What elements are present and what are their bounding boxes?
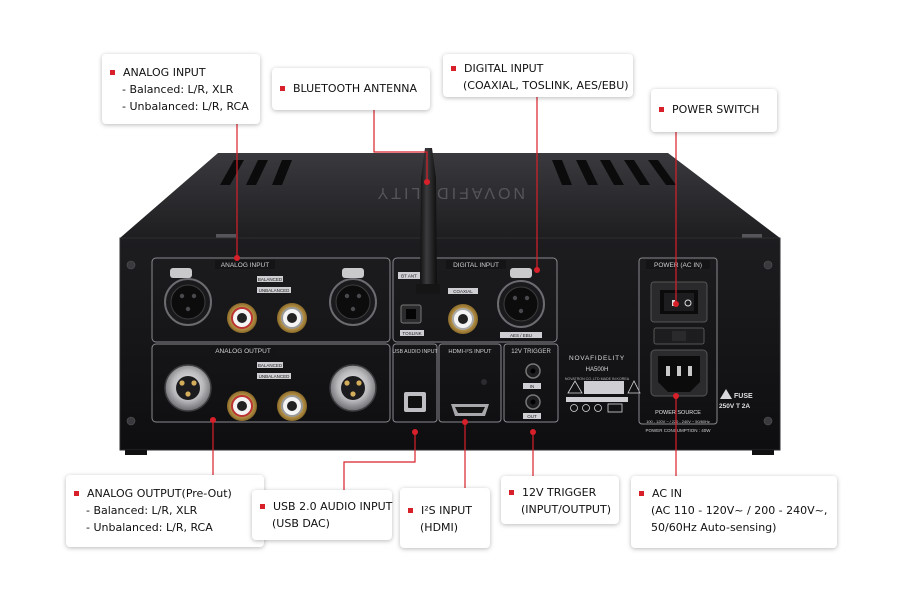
panel-model: HA500H xyxy=(586,367,609,373)
lid-vents xyxy=(220,160,676,185)
callout-line: 50/60Hz Auto-sensing) xyxy=(651,521,777,534)
callout-title: DIGITAL INPUT xyxy=(464,62,544,75)
trigger-in-jack xyxy=(525,363,541,379)
power-panel xyxy=(638,257,718,425)
warning-labels xyxy=(566,380,641,413)
xlr-output-right xyxy=(329,364,377,412)
callout-analog-output: ANALOG OUTPUT(Pre-Out) - Balanced: L/R, … xyxy=(66,475,264,547)
callout-digital-input: DIGITAL INPUT (COAXIAL, TOSLINK, AES/EBU… xyxy=(443,54,633,97)
callout-title: POWER SWITCH xyxy=(672,103,760,116)
panel-brand: NOVAFIDELITY xyxy=(569,355,625,362)
bullet-icon xyxy=(408,507,413,513)
fuse-holder xyxy=(653,327,705,345)
callout-bluetooth-antenna: BLUETOOTH ANTENNA xyxy=(272,68,430,110)
trigger-panel xyxy=(503,343,559,423)
leader-dots xyxy=(210,179,679,435)
usb-audio-panel xyxy=(392,343,438,423)
balanced-label-in: BALANCED xyxy=(258,277,283,282)
rca-input-right xyxy=(277,303,307,333)
leader-lines xyxy=(212,97,677,490)
xlr-input-right xyxy=(329,268,377,326)
bluetooth-antenna xyxy=(416,148,440,294)
bullet-icon xyxy=(451,65,456,71)
callout-power-switch: POWER SWITCH xyxy=(651,89,777,132)
fuse-value: 250V T 2A xyxy=(719,403,750,410)
unbalanced-label-in: UNBALANCED xyxy=(259,288,291,293)
callout-title: USB 2.0 AUDIO INPUT xyxy=(273,500,393,513)
bullet-icon xyxy=(659,106,664,112)
bullet-icon xyxy=(639,490,644,496)
rca-output-right xyxy=(277,391,307,421)
panel-maker: NOVATRON CO.,LTD MADE IN KOREA xyxy=(565,377,630,381)
unbalanced-label-out: UNBALANCED xyxy=(259,374,291,379)
analog-input-panel xyxy=(151,257,391,343)
analog-input-label: ANALOG INPUT xyxy=(221,262,269,269)
rca-input-left xyxy=(227,303,257,333)
bullet-icon xyxy=(280,85,285,91)
callout-line: (AC 110 - 120V~ / 200 - 240V~, xyxy=(651,504,828,517)
bullet-icon xyxy=(74,490,79,496)
digital-input-label: DIGITAL INPUT xyxy=(453,262,499,269)
power-voltage-label: 100 - 120V ~ / 220 - 240V ~ 50/60Hz xyxy=(646,419,710,424)
callout-line: - Balanced: L/R, XLR xyxy=(122,83,234,96)
trigger-in-label: IN xyxy=(530,384,535,389)
callout-title: BLUETOOTH ANTENNA xyxy=(293,82,418,95)
digital-input-panel xyxy=(392,257,558,343)
power-consumption-label: POWER CONSUMPTION : 40W xyxy=(645,428,711,433)
callout-title: ANALOG OUTPUT(Pre-Out) xyxy=(87,487,232,500)
bt-ant-label: BT ANT xyxy=(401,274,417,279)
callout-title: 12V TRIGGER xyxy=(522,486,597,499)
trigger-out-label: OUT xyxy=(527,414,537,419)
panel-screws xyxy=(126,260,773,426)
callout-analog-input: ANALOG INPUT - Balanced: L/R, XLR - Unba… xyxy=(102,54,260,124)
power-label: POWER (AC IN) xyxy=(654,262,702,269)
xlr-output-left xyxy=(164,364,212,412)
callout-line: (COAXIAL, TOSLINK, AES/EBU) xyxy=(463,79,629,92)
trigger-out-jack xyxy=(525,394,541,410)
usb-audio-label: USB AUDIO INPUT xyxy=(392,349,438,355)
callout-line: - Balanced: L/R, XLR xyxy=(86,504,198,517)
lid-brand: NOVAFIDELITY xyxy=(375,184,525,201)
coaxial-label: COAXIAL xyxy=(453,289,473,294)
trigger-label: 12V TRIGGER xyxy=(511,349,551,355)
analog-output-panel xyxy=(151,343,391,423)
power-switch-graphic xyxy=(650,281,708,323)
callout-i2s-input: I²S INPUT (HDMI) xyxy=(400,488,490,548)
iec-power-inlet xyxy=(650,349,708,397)
hdmi-i2s-panel xyxy=(438,343,502,423)
usb-b-port xyxy=(404,392,426,412)
toslink-port xyxy=(400,304,422,324)
callout-line: - Unbalanced: L/R, RCA xyxy=(86,521,213,534)
callout-title: AC IN xyxy=(652,487,682,500)
hdmi-port xyxy=(451,404,489,416)
callout-title: ANALOG INPUT xyxy=(123,66,206,79)
callout-line: (HDMI) xyxy=(420,521,459,534)
bullet-icon xyxy=(509,489,514,495)
callout-line: (USB DAC) xyxy=(272,517,330,530)
toslink-label: TOSLINK xyxy=(402,331,421,336)
callout-title: I²S INPUT xyxy=(421,504,473,517)
bullet-icon xyxy=(260,503,265,509)
coaxial-port xyxy=(448,304,478,334)
power-source-label: POWER SOURCE xyxy=(655,410,701,416)
xlr-input-left xyxy=(164,268,212,326)
aes-ebu-label: AES / EBU xyxy=(510,333,532,338)
aes-ebu-port xyxy=(497,268,545,328)
bullet-icon xyxy=(110,69,115,75)
callout-line: (INPUT/OUTPUT) xyxy=(521,503,611,516)
rca-output-left xyxy=(227,391,257,421)
callout-usb-audio-input: USB 2.0 AUDIO INPUT (USB DAC) xyxy=(252,490,392,540)
fuse-label: FUSE xyxy=(734,393,753,400)
balanced-label-out: BALANCED xyxy=(258,363,283,368)
callout-12v-trigger: 12V TRIGGER (INPUT/OUTPUT) xyxy=(501,476,619,524)
callout-ac-in: AC IN (AC 110 - 120V~ / 200 - 240V~, 50/… xyxy=(631,476,837,548)
hdmi-i2s-label: HDMI-I²S INPUT xyxy=(448,349,492,355)
analog-output-label: ANALOG OUTPUT xyxy=(215,348,271,355)
callout-line: - Unbalanced: L/R, RCA xyxy=(122,100,249,113)
